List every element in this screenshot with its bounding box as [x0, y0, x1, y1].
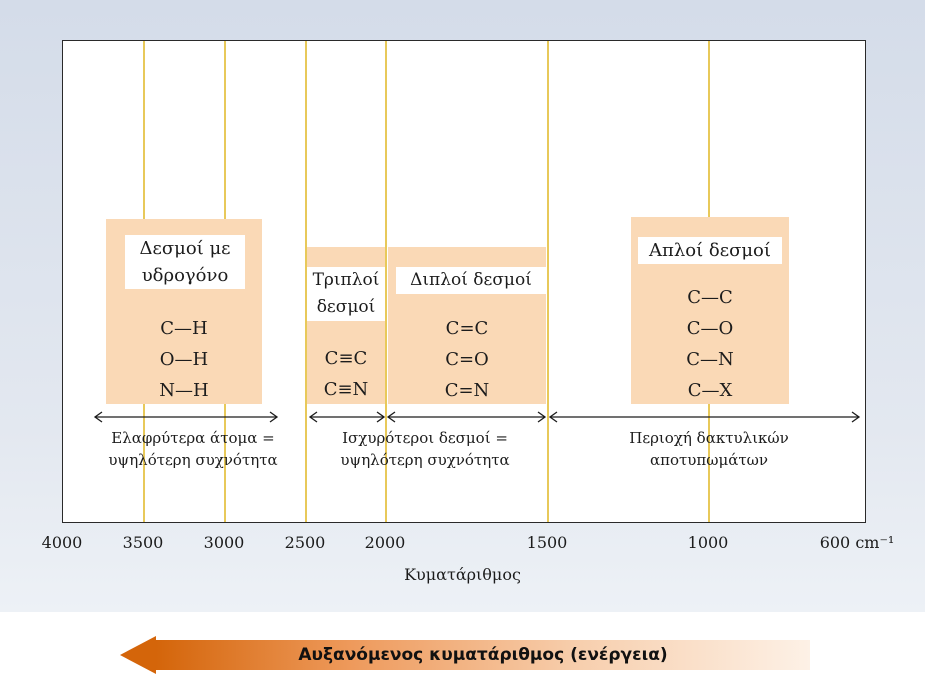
bond-c-triple-c: C≡C: [324, 348, 368, 369]
fingerprint-note-line1: Περιοχή δακτυλικών: [629, 429, 789, 447]
energy-arrow: Αυξανόμενος κυματάριθμος (ενέργεια): [120, 636, 810, 674]
hydrogen-title-line1: Δεσμοί με: [139, 238, 231, 259]
bond-oh: O—H: [159, 349, 209, 370]
stronger-bonds-note: Ισχυρότεροι δεσμοί = υψηλότερη συχνότητα: [325, 427, 525, 471]
bond-c-c: C—C: [687, 287, 733, 308]
single-bonds-list: C—C C—O C—N C—X: [631, 282, 789, 406]
energy-arrow-label: Αυξανόμενος κυματάριθμος (ενέργεια): [298, 645, 668, 665]
x-axis-label: Κυματάριθμος: [404, 565, 521, 584]
bond-c-double-c: C=C: [445, 318, 489, 339]
energy-arrow-body: [156, 640, 810, 670]
hydrogen-title-line2: υδρογόνο: [141, 265, 229, 286]
hydrogen-bonds-list: C—H O—H N—H: [106, 313, 262, 406]
diagram-panel: Δεσμοί με υδρογόνο C—H O—H N—H Τριπλοί δ…: [0, 0, 925, 612]
gridline-2000: [385, 41, 387, 522]
triple-bonds-list: C≡C C≡N: [307, 343, 385, 405]
bond-ch: C—H: [160, 318, 208, 339]
stronger-note-line1: Ισχυρότεροι δεσμοί =: [342, 429, 508, 447]
plot-area: Δεσμοί με υδρογόνο C—H O—H N—H Τριπλοί δ…: [62, 40, 866, 523]
tick-1500: 1500: [526, 533, 568, 552]
tick-1000: 1000: [687, 533, 729, 552]
triple-title-line1: Τριπλοί: [312, 270, 380, 290]
double-bonds-list: C=C C=O C=N: [388, 313, 546, 406]
lighter-note-line2: υψηλότερη συχνότητα: [108, 451, 278, 469]
stronger-note-line2: υψηλότερη συχνότητα: [340, 451, 510, 469]
energy-arrow-head: [120, 636, 156, 674]
bond-c-double-n: C=N: [444, 380, 490, 401]
bond-c-n: C—N: [686, 349, 734, 370]
bond-c-triple-n: C≡N: [323, 379, 369, 400]
lighter-note-line1: Ελαφρύτερα άτομα =: [111, 429, 275, 447]
double-bonds-title: Διπλοί δεσμοί: [396, 267, 546, 294]
hydrogen-bonds-title: Δεσμοί με υδρογόνο: [125, 235, 245, 289]
tick-3000: 3000: [203, 533, 245, 552]
bond-c-x: C—X: [687, 380, 733, 401]
tick-3500: 3500: [122, 533, 164, 552]
lighter-atoms-note: Ελαφρύτερα άτομα = υψηλότερη συχνότητα: [93, 427, 293, 471]
triple-title-line2: δεσμοί: [316, 297, 376, 317]
fingerprint-note: Περιοχή δακτυλικών αποτυπωμάτων: [609, 427, 809, 471]
triple-bonds-title: Τριπλοί δεσμοί: [307, 267, 385, 321]
tick-2500: 2500: [284, 533, 326, 552]
range-arrows: [93, 411, 861, 423]
tick-4000: 4000: [41, 533, 83, 552]
gridline-2500: [305, 41, 307, 522]
fingerprint-note-line2: αποτυπωμάτων: [649, 451, 769, 469]
single-bonds-title: Απλοί δεσμοί: [638, 237, 782, 264]
gridline-1500: [547, 41, 549, 522]
tick-600: 600 cm⁻¹: [819, 533, 895, 552]
bond-c-double-o: C=O: [445, 349, 489, 370]
tick-2000: 2000: [364, 533, 406, 552]
bond-nh: N—H: [159, 380, 209, 401]
bond-c-o: C—O: [686, 318, 734, 339]
